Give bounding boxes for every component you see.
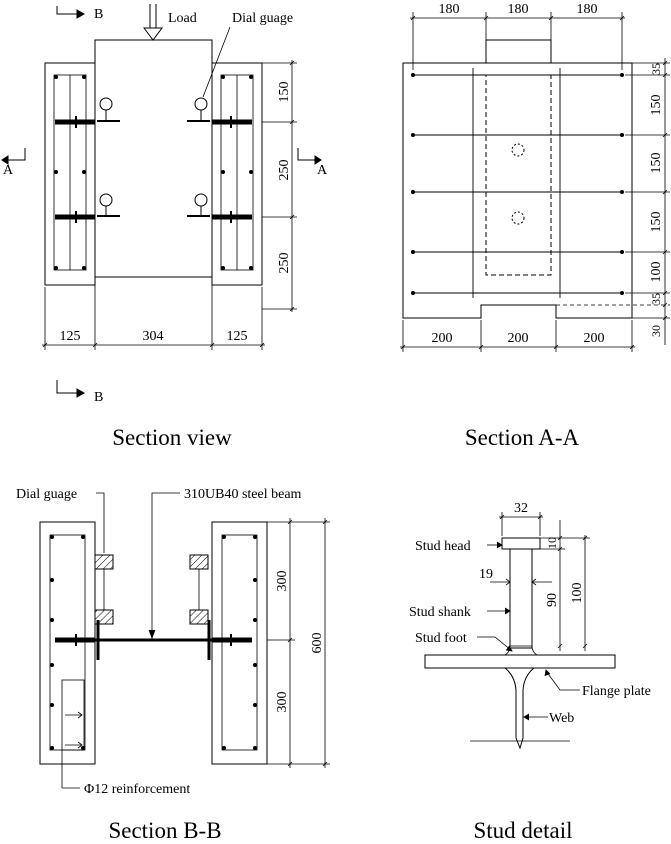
load-label: Load bbox=[168, 11, 197, 26]
stud-detail-panel bbox=[424, 512, 616, 750]
dim-label: 600 bbox=[310, 633, 325, 654]
cut-a-left-label: A bbox=[3, 163, 14, 178]
cut-b-bottom-label: B bbox=[94, 390, 103, 405]
dim-label: 250 bbox=[277, 253, 292, 274]
section-bb-text: Dial guage 310UB40 steel beam Φ12 reinfo… bbox=[16, 487, 325, 843]
section-view-caption: Section view bbox=[112, 425, 232, 450]
dim-label: 35 bbox=[649, 63, 663, 75]
stud-head-label: Stud head bbox=[415, 539, 471, 554]
web-label: Web bbox=[549, 711, 574, 726]
dim-label: 300 bbox=[275, 692, 290, 713]
stud-dims bbox=[490, 512, 590, 651]
stud-shank-label: Stud shank bbox=[409, 605, 471, 620]
dim-label: 250 bbox=[277, 160, 292, 181]
dim-label: 150 bbox=[649, 212, 664, 233]
right-slab bbox=[211, 521, 268, 765]
dim-label: 10 bbox=[545, 537, 559, 549]
rebar-arrows bbox=[61, 679, 85, 789]
rebar-label: Φ12 reinforcement bbox=[84, 782, 190, 797]
flange-plate bbox=[424, 654, 616, 669]
cut-a-markers bbox=[1, 148, 322, 165]
steel-beam bbox=[94, 39, 213, 278]
section-view-text: Load Dial guage A A B B 125 304 125 150 … bbox=[3, 7, 328, 450]
cut-b-top-label: B bbox=[94, 7, 103, 22]
dim-label: 150 bbox=[649, 95, 664, 116]
dim-label: 180 bbox=[439, 2, 460, 17]
stud-detail-text: 32 Stud head 19 Stud shank Stud foot Fla… bbox=[409, 501, 651, 843]
section-aa-panel bbox=[400, 12, 670, 352]
beam-label: 310UB40 steel beam bbox=[184, 487, 302, 502]
dial-gauge-label: Dial guage bbox=[16, 487, 77, 502]
dial-gauge-label: Dial guage bbox=[232, 11, 293, 26]
dim-label: 125 bbox=[227, 329, 248, 344]
beam-hidden-outline bbox=[485, 74, 552, 276]
dim-label: 90 bbox=[545, 593, 560, 607]
load-arrow-icon bbox=[143, 4, 163, 41]
aa-dims-right bbox=[556, 58, 670, 345]
section-view-panel bbox=[1, 4, 322, 398]
dim-label: 100 bbox=[649, 262, 664, 283]
dim-label: 180 bbox=[577, 2, 598, 17]
stud-head bbox=[501, 537, 541, 550]
dim-label: 200 bbox=[508, 331, 529, 346]
dim-label: 100 bbox=[570, 583, 585, 604]
section-aa-caption: Section A-A bbox=[465, 425, 580, 450]
aa-dims-bottom bbox=[400, 320, 635, 352]
dim-label: 150 bbox=[277, 82, 292, 103]
section-view-dims-right bbox=[262, 60, 297, 312]
section-bb-panel bbox=[39, 492, 330, 789]
slab-outline bbox=[402, 62, 633, 319]
dim-label: 200 bbox=[432, 331, 453, 346]
stud-detail-caption: Stud detail bbox=[473, 818, 572, 843]
left-slab bbox=[39, 521, 96, 765]
cut-a-right-label: A bbox=[317, 163, 328, 178]
section-bb-caption: Section B-B bbox=[108, 818, 221, 843]
dim-label: 30 bbox=[649, 325, 663, 337]
section-view-dims-bottom bbox=[42, 280, 265, 350]
dim-label: 35 bbox=[649, 293, 663, 305]
steel-beam-section bbox=[55, 620, 252, 660]
dim-label: 32 bbox=[514, 501, 528, 516]
stud-position bbox=[511, 211, 525, 225]
stud-position bbox=[511, 143, 525, 157]
web bbox=[504, 667, 535, 750]
beam-top bbox=[485, 39, 552, 64]
aa-reinforcement bbox=[413, 68, 622, 298]
dim-label: 19 bbox=[479, 567, 493, 582]
flange-plate-label: Flange plate bbox=[582, 684, 651, 699]
dim-label: 300 bbox=[275, 571, 290, 592]
dim-label: 304 bbox=[143, 329, 164, 344]
dim-label: 200 bbox=[584, 331, 605, 346]
dim-label: 180 bbox=[508, 2, 529, 17]
dial-gauge-blocks bbox=[94, 554, 209, 625]
dim-label: 150 bbox=[649, 153, 664, 174]
stud-shank bbox=[509, 548, 533, 649]
aa-dims-top bbox=[410, 12, 625, 70]
cut-b-markers bbox=[56, 6, 86, 398]
section-aa-text: 180 180 180 200 200 200 35 150 150 150 1… bbox=[432, 2, 665, 450]
stud-foot bbox=[504, 645, 538, 656]
dim-label: 125 bbox=[60, 329, 81, 344]
bb-dims bbox=[267, 518, 330, 768]
dial-gauges bbox=[97, 97, 210, 217]
stud-foot-label: Stud foot bbox=[415, 631, 467, 646]
